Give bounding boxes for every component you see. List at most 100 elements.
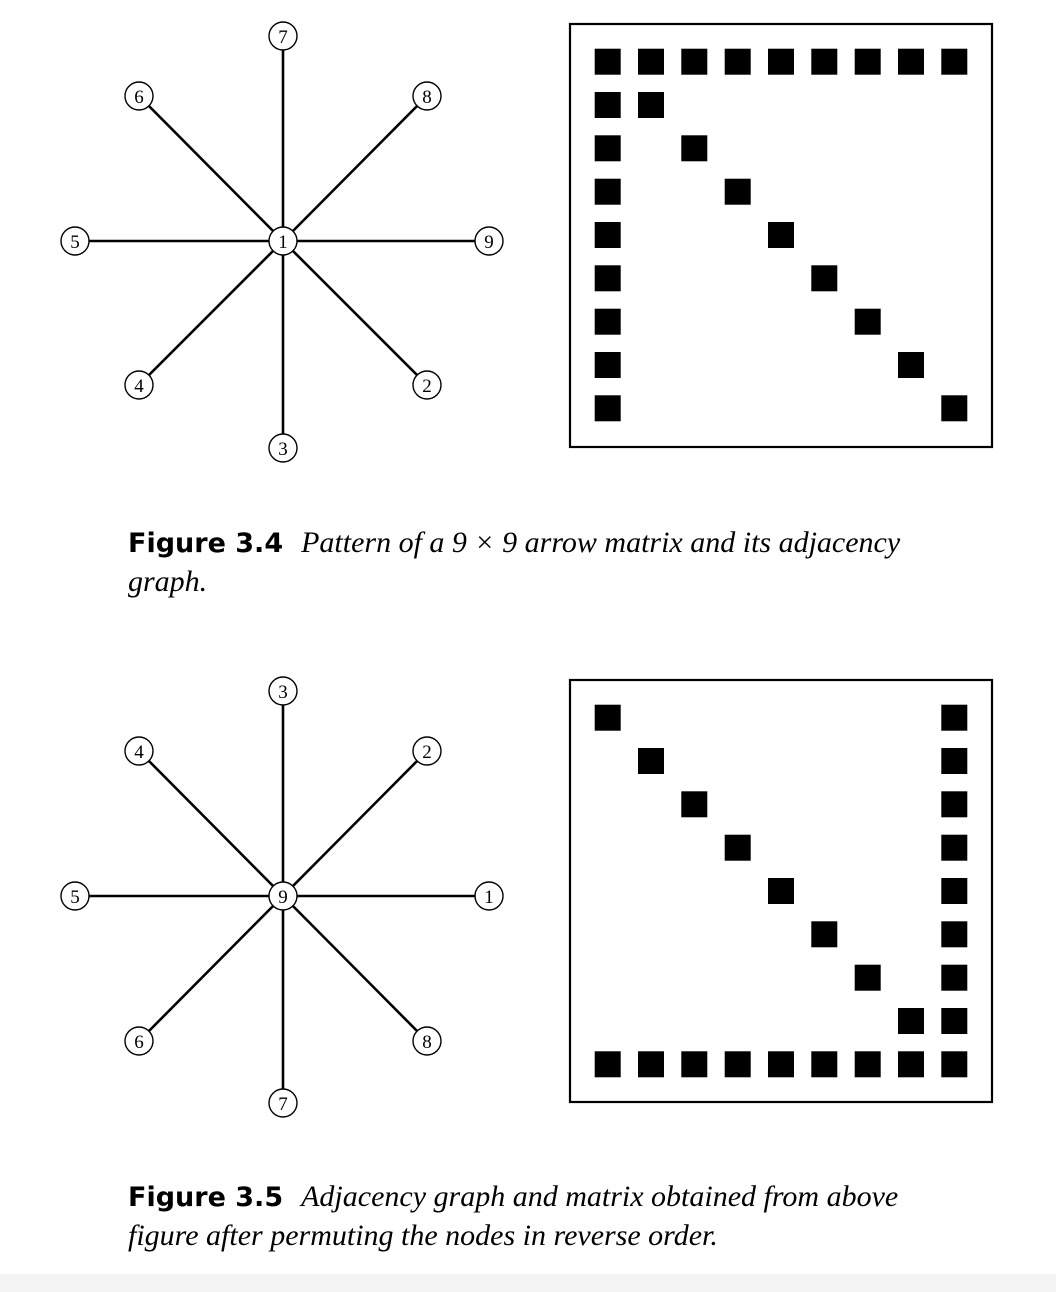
matrix-nonzero-r8-c7: [898, 1051, 924, 1078]
figure-3-4-label: Figure 3.4: [128, 528, 284, 559]
matrix-nonzero-r0-c5: [811, 48, 838, 75]
matrix-nonzero-r2-c2: [681, 791, 708, 818]
graph-node-7-label: 7: [278, 1094, 288, 1115]
matrix-nonzero-r0-c8: [941, 704, 968, 731]
graph-node-7-circle: [268, 21, 298, 51]
matrix-nonzero-r5-c8: [941, 921, 968, 948]
matrix-nonzero-r2-c2: [681, 135, 708, 162]
matrix-nonzero-r0-c6: [854, 48, 881, 75]
graph-edge-9-2: [282, 750, 428, 897]
graph-node-2-label: 2: [422, 742, 432, 763]
graph-node-4-circle: [124, 370, 154, 400]
arrow-matrix-figure-3-4: [568, 22, 994, 449]
matrix-frame: [568, 678, 994, 1104]
matrix-nonzero-r8-c8: [941, 1051, 968, 1078]
matrix-nonzero-r1-c1: [638, 748, 664, 774]
matrix-nonzero-r6-c6: [854, 308, 881, 335]
matrix-nonzero-r8-c0: [594, 1051, 621, 1078]
graph-node-3-circle: [268, 433, 298, 463]
graph-node-3-label: 3: [278, 439, 288, 460]
graph-node-1-circle: [474, 881, 504, 911]
graph-node-9-label: 9: [484, 232, 494, 253]
matrix-nonzero-r4-c4: [768, 222, 794, 248]
graph-edge-1-8: [282, 95, 428, 242]
graph-node-5-label: 5: [70, 232, 80, 253]
matrix-nonzero-r8-c8: [941, 395, 968, 422]
matrix-nonzero-r7-c8: [941, 1008, 968, 1034]
matrix-nonzero-r8-c3: [724, 1051, 751, 1078]
graph-node-8-label: 8: [422, 87, 432, 108]
graph-node-9-circle: [268, 881, 298, 911]
matrix-nonzero-r5-c5: [811, 921, 838, 948]
graph-node-1-label: 1: [484, 887, 494, 908]
matrix-nonzero-r4-c4: [768, 878, 794, 904]
graph-node-4-circle: [124, 736, 154, 766]
graph-edge-9-8: [282, 895, 428, 1042]
matrix-nonzero-r1-c0: [594, 92, 621, 118]
graph-node-6-label: 6: [134, 87, 144, 108]
matrix-nonzero-r6-c8: [941, 964, 968, 991]
adjacency-graph-figure-3-4: 7 8 9 2 3 4 5 6 1: [60, 21, 504, 463]
matrix-nonzero-r3-c3: [724, 834, 751, 861]
graph-node-6-label: 6: [134, 1032, 144, 1053]
graph-node-1-label: 1: [278, 232, 288, 253]
graph-node-5-circle: [60, 881, 90, 911]
graph-node-9-label: 9: [278, 887, 288, 908]
matrix-nonzero-r7-c7: [898, 1008, 924, 1034]
graph-node-9-circle: [474, 226, 504, 256]
matrix-nonzero-r0-c3: [724, 48, 751, 75]
matrix-nonzero-r0-c7: [898, 48, 924, 75]
matrix-nonzero-r0-c8: [941, 48, 968, 75]
matrix-nonzero-r8-c1: [638, 1051, 664, 1078]
matrix-nonzero-r0-c4: [768, 48, 794, 75]
matrix-nonzero-r3-c3: [724, 178, 751, 205]
graph-node-8-circle: [412, 81, 442, 111]
graph-node-7-label: 7: [278, 27, 288, 48]
matrix-nonzero-r2-c8: [941, 791, 968, 818]
graph-node-1-circle: [268, 226, 298, 256]
matrix-nonzero-r1-c8: [941, 748, 968, 774]
matrix-nonzero-r4-c8: [941, 878, 968, 904]
graph-node-2-circle: [412, 370, 442, 400]
graph-edge-9-4: [138, 750, 284, 897]
matrix-nonzero-r0-c0: [594, 48, 621, 75]
graph-node-8-circle: [412, 1026, 442, 1056]
matrix-nonzero-r0-c2: [681, 48, 708, 75]
graph-node-6-circle: [124, 1026, 154, 1056]
matrix-nonzero-r2-c0: [594, 135, 621, 162]
graph-edge-9-6: [138, 895, 284, 1042]
matrix-nonzero-r8-c0: [594, 395, 621, 422]
matrix-frame: [568, 22, 994, 449]
graph-node-5-label: 5: [70, 887, 80, 908]
matrix-nonzero-r8-c4: [768, 1051, 794, 1078]
matrix-nonzero-r7-c0: [594, 352, 621, 378]
page-bottom-band: [0, 1274, 1056, 1292]
graph-node-3-label: 3: [278, 682, 288, 703]
matrix-nonzero-r8-c5: [811, 1051, 838, 1078]
graph-edge-1-4: [138, 240, 284, 386]
matrix-nonzero-r5-c5: [811, 265, 838, 292]
figure-3-5-label: Figure 3.5: [128, 1182, 284, 1213]
figure-3-5-caption-text: Adjacency graph and matrix obtained from…: [128, 1180, 899, 1252]
figure-3-4-caption-text: Pattern of a 9 × 9 arrow matrix and its …: [128, 526, 901, 598]
matrix-nonzero-r0-c1: [638, 48, 664, 75]
matrix-nonzero-r0-c0: [594, 704, 621, 731]
graph-node-2-label: 2: [422, 376, 432, 397]
matrix-nonzero-r7-c7: [898, 352, 924, 378]
matrix-nonzero-r8-c2: [681, 1051, 708, 1078]
graph-node-7-circle: [268, 1088, 298, 1118]
arrow-matrix-figure-3-5: [568, 678, 994, 1104]
graph-node-3-circle: [268, 676, 298, 706]
matrix-nonzero-r8-c6: [854, 1051, 881, 1078]
matrix-nonzero-r3-c8: [941, 834, 968, 861]
graph-node-4-label: 4: [134, 742, 144, 763]
matrix-nonzero-r1-c1: [638, 92, 664, 118]
graph-node-4-label: 4: [134, 376, 144, 397]
graph-node-5-circle: [60, 226, 90, 256]
matrix-nonzero-r6-c6: [854, 964, 881, 991]
matrix-nonzero-r5-c0: [594, 265, 621, 292]
